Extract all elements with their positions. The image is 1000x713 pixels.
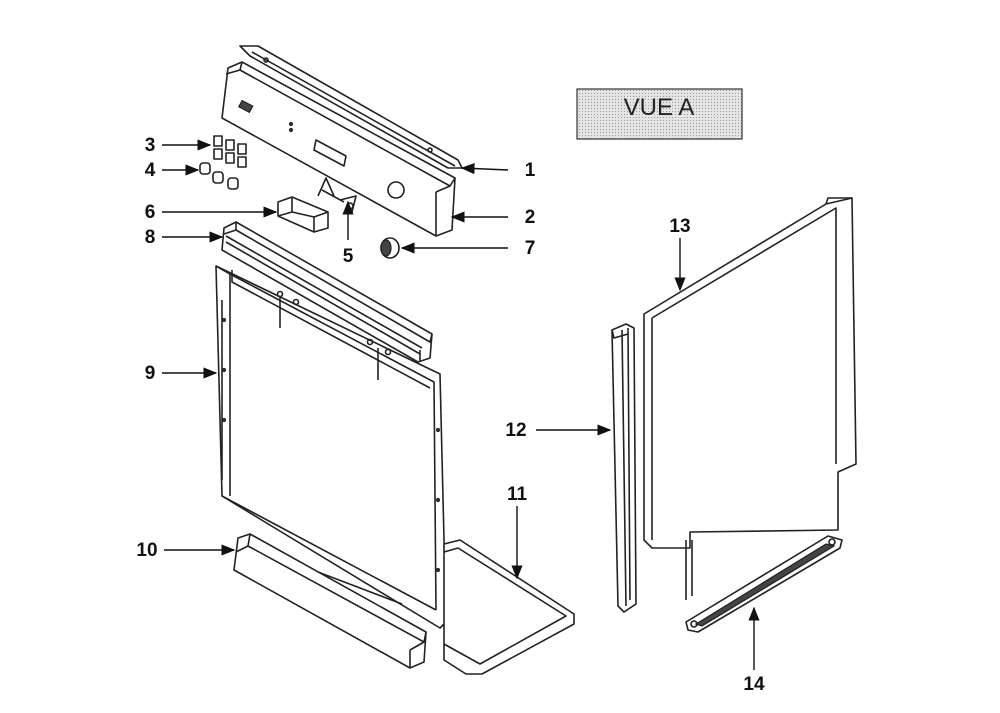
- part-14-foot-rail: [685, 535, 843, 633]
- part-7-button: [380, 237, 400, 259]
- callout-12: 12: [505, 420, 526, 441]
- callout-5: 5: [343, 246, 354, 267]
- callout-10: 10: [136, 540, 157, 561]
- callout-4: 4: [145, 160, 156, 181]
- part-12-side-rail: [611, 323, 637, 613]
- part-4-knobs: [199, 162, 239, 190]
- callout-6: 6: [145, 202, 156, 223]
- view-label: VUE A: [624, 94, 695, 121]
- view-label-box: VUE A: [576, 88, 743, 140]
- part-3-switches: [213, 135, 247, 168]
- callout-1: 1: [525, 160, 536, 181]
- part-9-door-frame: [215, 265, 447, 629]
- callout-11: 11: [507, 484, 528, 505]
- callout-13: 13: [669, 216, 690, 237]
- callout-3: 3: [145, 135, 156, 156]
- part-2-control-panel: [221, 61, 456, 237]
- callout-2: 2: [525, 207, 536, 228]
- part-8-cover-strip: [221, 221, 433, 363]
- part-13-side-panel: [643, 197, 857, 600]
- callout-7: 7: [525, 238, 536, 259]
- part-10-kick-strip: [233, 533, 427, 669]
- callout-9: 9: [145, 363, 156, 384]
- callout-8: 8: [145, 227, 156, 248]
- part-11-base-plate: [443, 539, 575, 675]
- part-6-indicator-block: [277, 196, 329, 233]
- callout-numbers: 1 2 3 4 5 6 7 8 9 10 11 12 13 14: [136, 135, 765, 695]
- callout-arrows: [162, 139, 760, 670]
- callout-14: 14: [743, 674, 765, 695]
